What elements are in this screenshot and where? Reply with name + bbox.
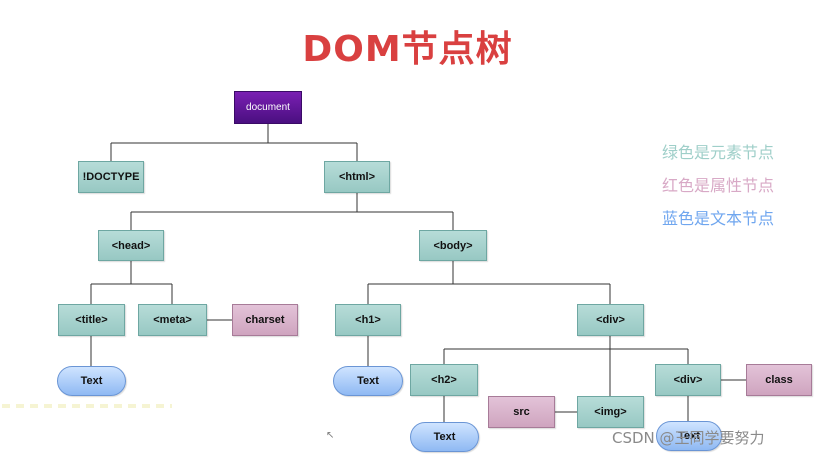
- mouse-cursor-icon: ↖: [326, 430, 335, 441]
- background-smudge: [2, 404, 172, 408]
- node-div2-text: Text: [656, 421, 722, 451]
- node-h1: <h1>: [335, 304, 401, 336]
- node-head: <head>: [98, 230, 164, 261]
- node-h2: <h2>: [410, 364, 478, 396]
- node-meta: <meta>: [138, 304, 207, 336]
- node-title: <title>: [58, 304, 125, 336]
- legend-text: 蓝色是文本节点: [662, 209, 775, 228]
- watermark: CSDN @王同学要努力: [612, 429, 765, 447]
- node-h1-text: Text: [333, 366, 403, 396]
- node-h2-text: Text: [410, 422, 479, 452]
- node-html: <html>: [324, 161, 390, 193]
- legend-attribute: 红色是属性节点: [662, 176, 775, 195]
- node-document: document: [234, 91, 302, 124]
- node-title-text: Text: [57, 366, 126, 396]
- legend-element: 绿色是元素节点: [662, 143, 775, 162]
- node-doctype: !DOCTYPE: [78, 161, 144, 193]
- node-charset: charset: [232, 304, 298, 336]
- node-class: class: [746, 364, 812, 396]
- node-div2: <div>: [655, 364, 721, 396]
- node-src: src: [488, 396, 555, 428]
- diagram-title: DOM节点树: [302, 29, 513, 70]
- node-img: <img>: [577, 396, 644, 428]
- node-div: <div>: [577, 304, 644, 336]
- node-body: <body>: [419, 230, 487, 261]
